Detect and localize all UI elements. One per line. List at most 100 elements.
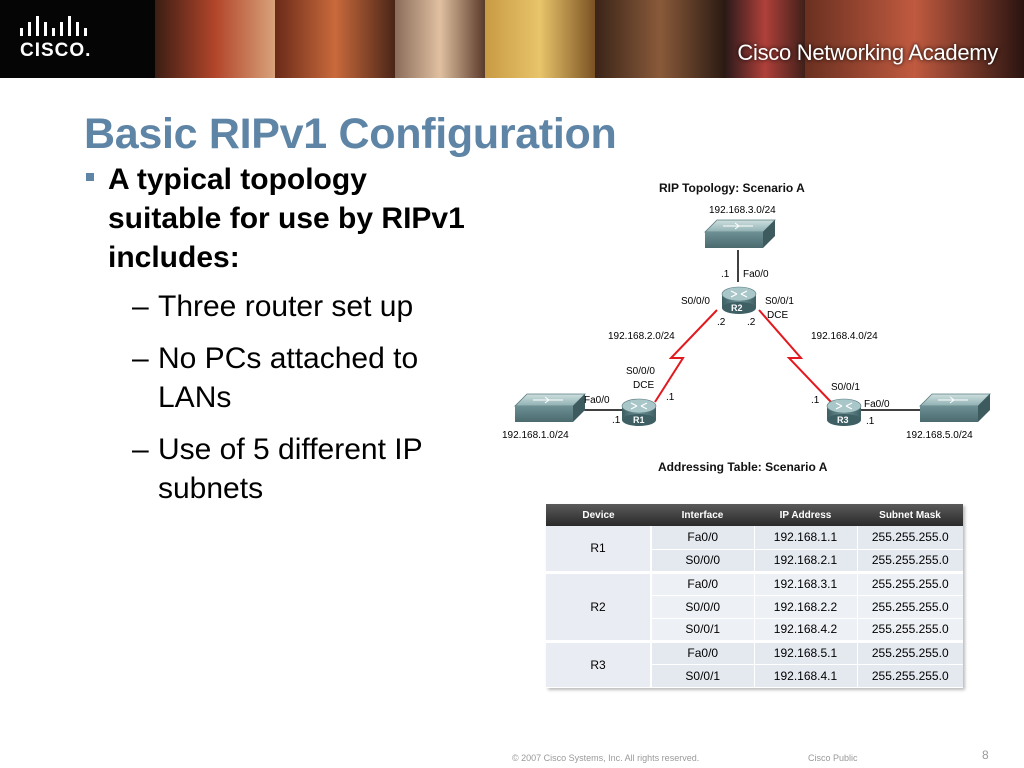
banner-photo <box>595 0 725 78</box>
addressing-table-title: Addressing Table: Scenario A <box>658 460 828 474</box>
interface-cell: Fa0/0 <box>650 639 754 665</box>
addressing-table: Device Interface IP Address Subnet Mask … <box>546 504 963 688</box>
banner-photo <box>805 0 1024 78</box>
interface-label: S0/0/0 <box>626 366 655 377</box>
ip-cell: 192.168.1.1 <box>753 526 857 550</box>
cisco-logo: CISCO. <box>0 0 155 78</box>
interface-label: Fa0/0 <box>743 269 769 280</box>
interface-cell: Fa0/0 <box>650 526 754 550</box>
network-label: 192.168.1.0/24 <box>502 430 569 441</box>
sub-bullet-text: Three router set up <box>158 290 414 323</box>
ip-cell: 192.168.4.2 <box>753 618 857 642</box>
device-cell: R1 <box>546 526 652 573</box>
footer-classification: Cisco Public <box>808 753 858 763</box>
mask-cell: 255.255.255.0 <box>856 639 963 665</box>
interface-cell: S0/0/1 <box>650 664 754 688</box>
router-icon <box>621 398 657 426</box>
serial-link-r1-r2 <box>654 309 718 403</box>
host-label: .2 <box>717 317 726 328</box>
interface-cell: S0/0/0 <box>650 595 754 619</box>
switch-icon <box>514 393 586 422</box>
column-header: Interface <box>651 504 754 526</box>
table-row: S0/0/0 192.168.2.1 255.255.255.0 <box>546 549 963 573</box>
network-label: 192.168.3.0/24 <box>709 205 776 216</box>
mask-cell: 255.255.255.0 <box>856 595 963 619</box>
device-cell: R2 <box>546 570 652 642</box>
switch-icon <box>919 393 991 422</box>
table-row: S0/0/1 192.168.4.1 255.255.255.0 <box>546 664 963 688</box>
table-row: R3 Fa0/0 192.168.5.1 255.255.255.0 <box>546 639 963 688</box>
page-number: 8 <box>982 748 989 762</box>
sub-bullet-text: Use of 5 different IP subnets <box>158 433 423 505</box>
interface-label: S0/0/1 <box>765 296 794 307</box>
bullet-list: A typical topology suitable for use by R… <box>84 160 484 521</box>
topology-graphic <box>514 219 991 426</box>
interface-cell: S0/0/0 <box>650 549 754 573</box>
interface-label: Fa0/0 <box>864 399 890 410</box>
dash-marker: – <box>132 290 149 323</box>
interface-label: S0/0/0 <box>681 296 710 307</box>
dash-marker: – <box>132 433 149 466</box>
photo-strip <box>155 0 1024 78</box>
network-label: 192.168.5.0/24 <box>906 430 973 441</box>
ip-cell: 192.168.2.2 <box>753 595 857 619</box>
dce-label: DCE <box>767 310 789 321</box>
banner-photo <box>725 0 805 78</box>
table-row: R1 Fa0/0 192.168.1.1 255.255.255.0 <box>546 526 963 573</box>
topology-diagram: RIP Topology: Scenario A 192.168.3.0/24 … <box>495 170 1000 480</box>
host-label: .2 <box>747 317 756 328</box>
header-banner: CISCO. Cisco Networking Academy <box>0 0 1024 78</box>
banner-photo <box>155 0 275 78</box>
banner-photo <box>395 0 485 78</box>
cisco-bars-icon <box>20 16 87 36</box>
cisco-logo-text: CISCO. <box>20 40 92 61</box>
router-icon <box>826 398 862 426</box>
topology-title: RIP Topology: Scenario A <box>659 181 805 195</box>
mask-cell: 255.255.255.0 <box>856 664 963 688</box>
interface-cell: Fa0/0 <box>650 570 754 596</box>
device-cell: R3 <box>546 639 652 688</box>
banner-photo <box>275 0 395 78</box>
host-label: .1 <box>721 269 730 280</box>
network-label: 192.168.2.0/24 <box>608 331 675 342</box>
host-label: .1 <box>811 395 820 406</box>
router-name: R3 <box>837 415 849 425</box>
interface-label: S0/0/1 <box>831 382 860 393</box>
table-row: S0/0/1 192.168.4.2 255.255.255.0 <box>546 618 963 642</box>
sub-bullet-list: –Three router set up –No PCs attached to… <box>84 287 484 508</box>
mask-cell: 255.255.255.0 <box>856 570 963 596</box>
dce-label: DCE <box>633 380 655 391</box>
sub-bullet-text: No PCs attached to LANs <box>158 342 419 414</box>
ip-cell: 192.168.3.1 <box>753 570 857 596</box>
column-header: Subnet Mask <box>857 504 963 526</box>
mask-cell: 255.255.255.0 <box>856 549 963 573</box>
interface-label: Fa0/0 <box>584 395 610 406</box>
slide-title: Basic RIPv1 Configuration <box>84 110 617 158</box>
banner-photo <box>485 0 595 78</box>
mask-cell: 255.255.255.0 <box>856 526 963 550</box>
host-label: .1 <box>866 416 875 427</box>
column-header: IP Address <box>754 504 857 526</box>
table-row: R2 Fa0/0 192.168.3.1 255.255.255.0 <box>546 570 963 642</box>
sub-bullet: –Use of 5 different IP subnets <box>84 430 484 508</box>
router-icon <box>721 286 757 314</box>
host-label: .1 <box>612 415 621 426</box>
dash-marker: – <box>132 342 149 375</box>
sub-bullet: –Three router set up <box>84 287 484 326</box>
sub-bullet: –No PCs attached to LANs <box>84 339 484 417</box>
main-bullet: A typical topology suitable for use by R… <box>84 160 484 277</box>
ip-cell: 192.168.4.1 <box>753 664 857 688</box>
host-label: .1 <box>666 392 675 403</box>
academy-wordmark: Cisco Networking Academy <box>737 40 998 65</box>
mask-cell: 255.255.255.0 <box>856 618 963 642</box>
serial-link-r2-r3 <box>758 309 832 403</box>
footer-copyright: © 2007 Cisco Systems, Inc. All rights re… <box>512 753 700 763</box>
ip-cell: 192.168.5.1 <box>753 639 857 665</box>
switch-icon <box>704 219 776 248</box>
column-header: Device <box>546 504 651 526</box>
table-header-row: Device Interface IP Address Subnet Mask <box>546 504 963 526</box>
ip-cell: 192.168.2.1 <box>753 549 857 573</box>
table-row: S0/0/0 192.168.2.2 255.255.255.0 <box>546 595 963 619</box>
interface-cell: S0/0/1 <box>650 618 754 642</box>
router-name: R1 <box>633 415 645 425</box>
